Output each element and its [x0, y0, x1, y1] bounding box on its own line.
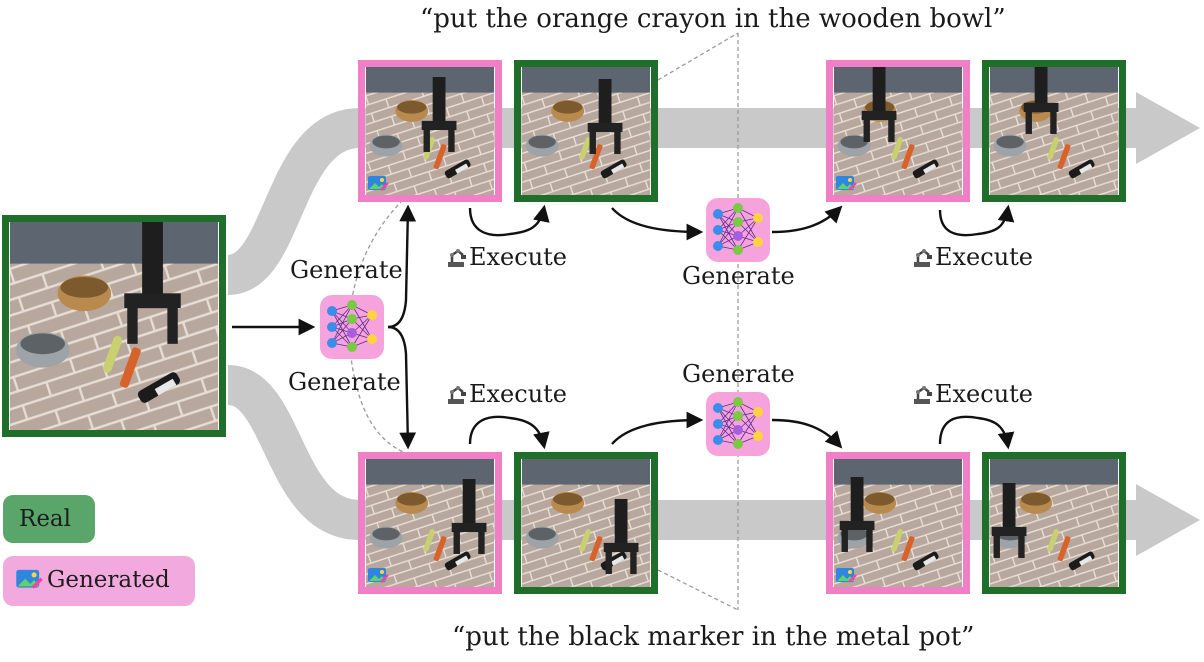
legend-real: Real [3, 495, 95, 543]
generate-label-bottom-mid: Generate [682, 360, 795, 388]
top-generated-frame-1 [358, 60, 502, 202]
bottom-real-frame-1 [514, 452, 658, 594]
top-real-frame-2 [982, 60, 1126, 202]
top-flow-arrow [225, 92, 1200, 295]
neural-network-icon [706, 198, 770, 262]
generated-image-icon [15, 568, 43, 592]
top-real-frame-1 [514, 60, 658, 202]
execute-label-top-1: Execute [446, 243, 567, 271]
bottom-real-frame-2 [982, 452, 1126, 594]
legend-real-label: Real [19, 506, 71, 532]
initial-scene-image [9, 222, 219, 430]
generate-label-upper: Generate [290, 256, 403, 284]
generated-image-icon [835, 175, 857, 193]
robot-arm-icon [912, 383, 934, 405]
execute-label-top-2: Execute [912, 243, 1033, 271]
robot-arm-icon [446, 246, 468, 268]
generate-label-top-mid: Generate [682, 262, 795, 290]
generated-image-icon [367, 567, 389, 585]
robot-arm-icon [912, 246, 934, 268]
bottom-generated-frame-1 [358, 452, 502, 594]
generate-label-lower: Generate [288, 368, 401, 396]
bottom-instruction: “put the black marker in the metal pot” [452, 622, 975, 652]
black-arrows [232, 204, 1015, 450]
legend-generated: Generated [3, 556, 195, 606]
top-generated-frame-2 [826, 60, 970, 202]
generated-image-icon [835, 567, 857, 585]
generated-image-icon [367, 175, 389, 193]
top-instruction: “put the orange crayon in the wooden bow… [420, 4, 1006, 34]
neural-network-icon [320, 295, 384, 359]
initial-real-frame [2, 215, 226, 437]
execute-label-bottom-1: Execute [446, 380, 567, 408]
robot-arm-icon [446, 383, 468, 405]
bottom-generated-frame-2 [826, 452, 970, 594]
bottom-flow-arrow [225, 365, 1200, 556]
execute-label-bottom-2: Execute [912, 380, 1033, 408]
legend-generated-label: Generated [47, 567, 170, 593]
neural-network-icon [706, 392, 770, 456]
